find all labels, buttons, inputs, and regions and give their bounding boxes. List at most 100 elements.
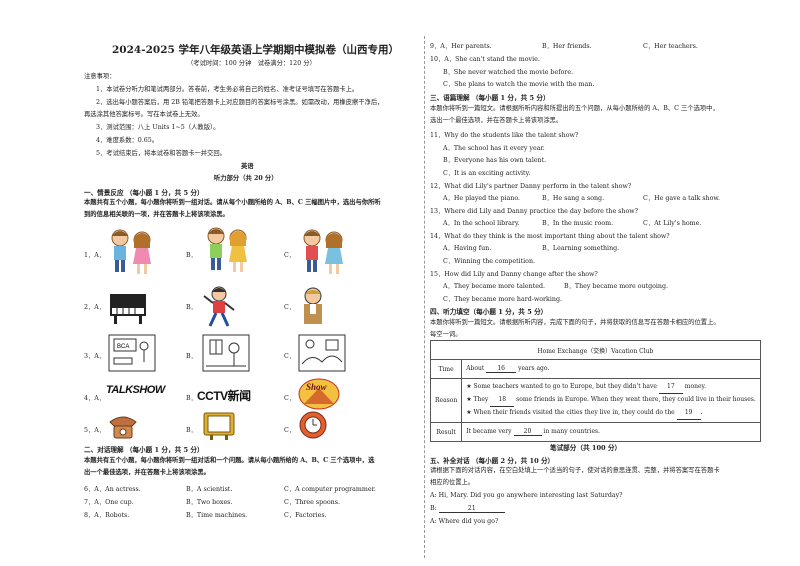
show-logo-text: Show <box>306 382 327 392</box>
svg-text:BCA: BCA <box>117 344 129 350</box>
q1-b-label: B． <box>186 252 197 259</box>
blank-19[interactable]: 19 <box>676 407 701 420</box>
listening-title: 听力部分（共 20 分） <box>214 175 278 182</box>
q13-a: A．In the school library. <box>443 220 520 227</box>
q4-b-label: B． <box>186 395 197 402</box>
kids-pair-image <box>207 227 247 272</box>
q8-a: 8．A．Robots. <box>84 512 130 519</box>
q15: 15．How did Lily and Danny change after t… <box>430 271 598 278</box>
reason2-post: some friends in Europe. When they went t… <box>516 396 756 403</box>
speaking-man-image <box>304 287 322 324</box>
part2-desc: 出一个最佳选项，并在答题卡上将该项涂黑。 <box>84 469 210 476</box>
room-sketch-image <box>202 334 250 372</box>
table-header: Home Exchange（交换）Vacation Club <box>430 340 761 360</box>
q3-a-label: 3．A． <box>84 353 106 360</box>
reason3-pre: ★ When their friends visited the cities … <box>466 409 675 416</box>
television-icon <box>203 412 235 440</box>
q14-a: A．Having fun. <box>443 245 492 252</box>
q11-b: B．Everyone has his own talent. <box>443 157 547 164</box>
blank-18[interactable]: 18 <box>490 394 515 407</box>
q3-c-label: C． <box>284 353 296 360</box>
q15-a: A．They became more talented. <box>443 283 545 290</box>
result-label: Result <box>429 422 463 442</box>
q7-a: 7．A．One cup. <box>84 499 134 506</box>
reason-row: ★ Some teachers wanted to go to Europe, … <box>461 378 761 423</box>
q10-b: B．She never watched the movie before. <box>443 69 574 76</box>
part3-title: 三、语篇理解 （每小题 1 分，共 5 分） <box>430 94 550 102</box>
part2-desc: 本题共有五个小题，每小题你将听到一组对话和一个问题。请从每小题所给的 A、B、C… <box>84 457 375 464</box>
reason2-pre: ★ They <box>466 396 489 403</box>
dialog-line-a: A: Hi, Mary. Did you go anywhere interes… <box>430 492 623 499</box>
q2-c-label: C． <box>284 304 296 311</box>
q14: 14．What do they think is the most import… <box>430 233 670 240</box>
blank-16[interactable]: 16 <box>486 365 517 373</box>
part5-title: 五、补全对话 （每小题 2 分，共 10 分） <box>430 457 555 465</box>
q2-a-label: 2．A． <box>84 304 106 311</box>
q5-a-label: 5．A． <box>84 427 106 434</box>
part5-desc: 请根据下面的对话内容，在空白处填上一个适当的句子，使对话的意思连贯、完整，并将答… <box>430 467 720 474</box>
q13: 13．Where did Lily and Danny practice the… <box>430 208 639 215</box>
part1-title: 一、情景反应 （每小题 1 分，共 5 分） <box>84 189 204 197</box>
blank-21[interactable]: 21 <box>438 505 505 513</box>
notice-item: 再选涂其他答案标号。写在本试卷上无效。 <box>84 111 204 118</box>
piano-image <box>110 294 146 324</box>
speaker-b: B: <box>430 505 437 512</box>
q6-c: C．A computer programmer. <box>284 486 376 493</box>
q6-b: B．A scientist. <box>186 486 233 493</box>
q13-b: B．In the music room. <box>542 220 614 227</box>
time-row: About 16 years ago. <box>461 359 761 379</box>
q7-c: C．Three spoons. <box>284 499 340 506</box>
q10-c: C．She plans to watch the movie with the … <box>443 81 595 88</box>
dialog-line-a2: A: Where did you go? <box>430 518 499 525</box>
part1-desc: 本题共有五个小题，每小题你将听到一组对话。请从每个小题所给的 A、B、C 三幅图… <box>84 199 381 206</box>
reason1-pre: ★ Some teachers wanted to go to Europe, … <box>466 383 657 390</box>
exam-info: （考试时间：100 分钟 试卷满分：120 分） <box>187 60 316 67</box>
reason1-post: money. <box>684 383 706 390</box>
part5-desc: 相应的位置上。 <box>430 479 475 486</box>
kids-pair-image <box>303 229 343 274</box>
q11-c: C．It is an exciting activity. <box>443 170 531 177</box>
part1-desc: 到的信息相关联的一项，并在答题卡上将该项涂黑。 <box>84 211 229 218</box>
q12-a: A．He played the piano. <box>443 195 521 202</box>
subject-label: 英语 <box>241 163 254 170</box>
part4-desc: 每空一词。 <box>430 331 462 338</box>
q9-c: C．Her teachers. <box>643 43 698 50</box>
result-pre: It became very <box>466 428 512 435</box>
part2-title: 二、对话理解 （每小题 1 分，共 5 分） <box>84 446 204 454</box>
notice-item: 3．测试范围：八上 Units 1~5（人教版）。 <box>96 124 220 131</box>
time-label: Time <box>429 359 463 379</box>
kids-pair-image <box>111 229 151 274</box>
q5-c-label: C． <box>284 427 296 434</box>
talkshow-logo: TALKSHOW <box>106 384 165 396</box>
time-post: years ago. <box>518 365 550 372</box>
part4-title: 四、听力填空（每小题 1 分，共 5 分） <box>430 308 548 316</box>
q9-b: B．Her friends. <box>542 43 592 50</box>
q1-c-label: C． <box>284 252 296 259</box>
result-row: It became very 20 in many countries. <box>461 422 761 442</box>
q8-b: B．Time machines. <box>186 512 248 519</box>
q11-a: A．The school has it every year. <box>443 145 545 152</box>
dialog-line-b: B: 21 <box>430 505 505 513</box>
reason-label: Reason <box>429 378 463 423</box>
q2-b-label: B． <box>186 304 197 311</box>
part4-desc: 本题你将听到一篇短文。请根据所听内容，完成下面的句子，并将获取的信息写在答题卡相… <box>430 319 720 326</box>
q4-c-label: C． <box>284 395 296 402</box>
q7-b: B．Two boxes. <box>186 499 233 506</box>
q12-b: B．He sang a song. <box>542 195 605 202</box>
vacation-club-table: Home Exchange（交换）Vacation Club Time Abou… <box>429 340 761 442</box>
q9-a: 9．A．Her parents. <box>430 43 492 50</box>
part3-desc: 选出一个最佳选项，并在答题卡上将该项涂黑。 <box>430 117 563 124</box>
time-pre: About <box>466 365 485 372</box>
q14-c: C．Winning the competition. <box>443 258 535 265</box>
q5-b-label: B． <box>186 427 197 434</box>
blank-17[interactable]: 17 <box>658 381 683 394</box>
blank-20[interactable]: 20 <box>513 428 542 436</box>
column-divider <box>424 36 425 558</box>
q15-b: B．They became more outgoing. <box>564 283 669 290</box>
q8-c: C．Factories. <box>284 512 327 519</box>
written-title: 笔试部分（共 100 分） <box>550 444 622 452</box>
q13-c: C．At Lily's home. <box>643 220 702 227</box>
outdoor-sketch-image <box>298 334 346 372</box>
q12-c: C．He gave a talk show. <box>643 195 720 202</box>
reason3-post: . <box>700 409 703 416</box>
